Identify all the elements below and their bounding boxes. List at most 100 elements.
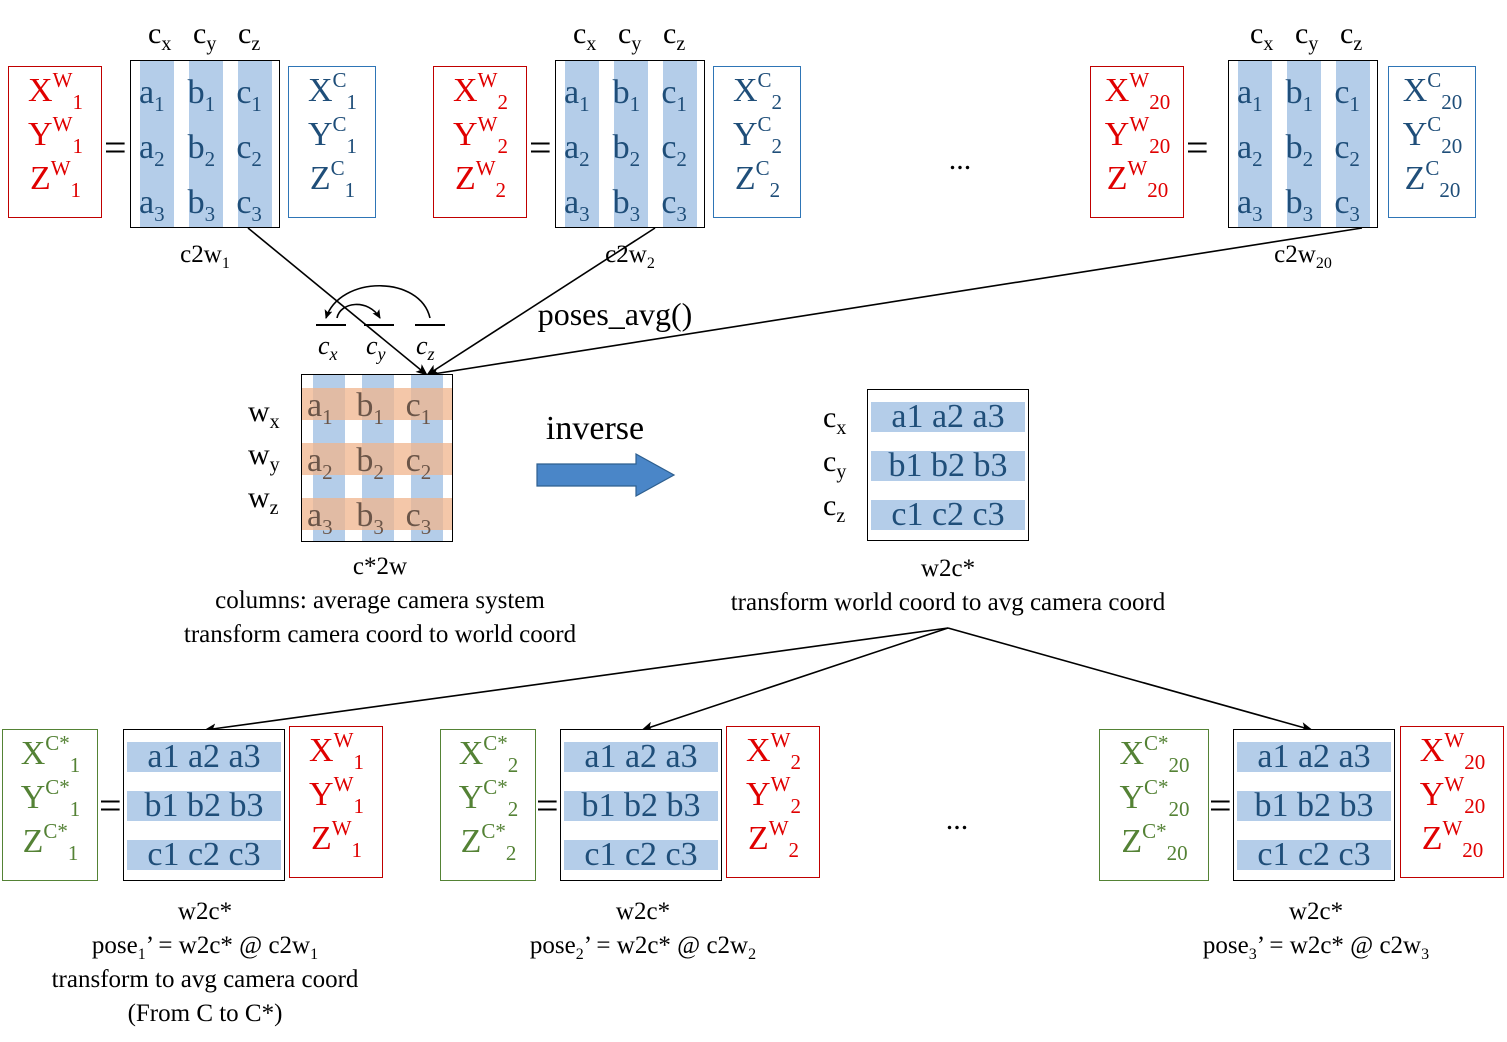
vector-letter: Y — [1402, 116, 1428, 153]
world-vector-bottom-2-row: XW2 — [727, 729, 819, 773]
avg-row-label: wy — [248, 439, 280, 476]
vector-superscript: W — [50, 155, 71, 180]
c2w-caption-2-sub: 2 — [646, 255, 655, 272]
bottom-caption-title: w2c* — [5, 897, 405, 927]
w2c-star-matrix-row-band — [871, 500, 1025, 531]
vector-letter: Z — [747, 820, 769, 857]
vector-index: 2 — [507, 752, 519, 777]
column-header-sub: z — [676, 33, 686, 55]
column-header-sub: y — [1308, 33, 1319, 55]
column-header-sub: y — [206, 33, 217, 55]
c-star-2w-matrix-row-band — [302, 388, 452, 421]
c2w-2-column-header: cx — [573, 18, 596, 55]
vector-index: 2 — [771, 133, 783, 158]
vector-index: 2 — [507, 796, 519, 821]
vector-superscript: C* — [483, 774, 508, 799]
matrix-row-text: b1 b2 b3 — [888, 447, 1008, 484]
matrix-cell-letter: b — [356, 442, 374, 479]
w2c-star-matrix-row-band — [871, 401, 1025, 432]
vector-letter: Z — [454, 160, 476, 197]
vector-index: 1 — [67, 840, 79, 865]
vector-index: 20 — [1464, 793, 1486, 818]
arrow-w2c-to-group1 — [204, 627, 949, 734]
matrix-cell: c2 — [1334, 131, 1360, 170]
inverse-arrow — [536, 452, 676, 498]
vector-superscript: W — [768, 815, 789, 840]
vector-index: 20 — [1149, 133, 1171, 158]
column-header-sub: x — [1263, 33, 1274, 55]
matrix-cell: c2 — [236, 131, 262, 170]
matrix-cell-sub: 2 — [579, 146, 590, 171]
vector-index: 1 — [346, 133, 358, 158]
bottom-caption-title-text: w2c* — [615, 898, 671, 925]
column-header-letter: c — [618, 17, 632, 50]
matrix-cell-letter: c — [236, 74, 252, 112]
matrix-cell-sub: 2 — [420, 459, 432, 484]
bottom-caption-pose-text: pose — [529, 932, 576, 959]
w2c-star-matrix-row-band — [871, 451, 1025, 481]
column-header-letter: c — [193, 17, 207, 50]
vector-letter: Z — [309, 160, 331, 197]
vector-letter: Y — [458, 779, 484, 816]
matrix-row-text: c1 c2 c3 — [891, 496, 1005, 534]
avg-column-sub: x — [329, 344, 338, 365]
bottom-caption-pose: pose1’ = w2c* @ c2w1 — [5, 931, 405, 963]
w2c-row-letter: c — [823, 445, 837, 478]
matrix-cell-sub: 3 — [676, 201, 687, 226]
avgcam-vector-2-row: ZC*2 — [441, 820, 535, 864]
matrix-cell-sub: 3 — [154, 201, 165, 226]
vector-index: 1 — [351, 837, 363, 862]
avg-caption-line: c*2w — [130, 552, 630, 582]
matrix-cell-sub: 3 — [204, 201, 216, 226]
camera-vector-2-row: XC2 — [714, 69, 800, 113]
avgcam-vector-1-row: XC*1 — [3, 732, 97, 776]
matrix-cell-sub: 1 — [204, 92, 216, 117]
column-header-letter: c — [663, 17, 677, 50]
vector-letter: X — [309, 732, 334, 769]
c-star-2w-matrix-row-band — [302, 443, 452, 475]
vector-superscript: W — [1442, 815, 1463, 840]
matrix-cell-sub: 3 — [629, 201, 641, 226]
w2c-row-sub: x — [836, 417, 847, 439]
matrix-cell-letter: a — [1237, 74, 1253, 112]
vector-superscript: W — [770, 727, 791, 752]
matrix-cell-letter: a — [307, 442, 323, 479]
c2w-matrix-1-column-band — [189, 61, 223, 227]
vector-superscript: W — [477, 67, 498, 92]
vector-letter: X — [746, 732, 771, 769]
bottom-caption-pose-text: pose — [91, 932, 138, 959]
vector-superscript: C — [757, 111, 772, 136]
matrix-cell-letter: b — [1285, 74, 1303, 112]
w2c-row-label: cx — [823, 402, 846, 439]
world-vector-1-row: YW1 — [9, 113, 101, 157]
c2w-caption-2: c2w2 — [555, 240, 705, 272]
vector-letter: Y — [1119, 779, 1145, 816]
vector-letter: X — [732, 72, 758, 109]
vector-superscript: C* — [1142, 818, 1167, 843]
world-vector-bottom-1-row: ZW1 — [290, 817, 382, 861]
matrix-cell-sub: 1 — [1349, 92, 1360, 117]
world-vector-1-row: XW1 — [9, 69, 101, 113]
matrix-cell-letter: b — [1285, 129, 1303, 166]
matrix-cell-letter: c — [661, 74, 677, 112]
matrix-cell: c3 — [236, 185, 262, 224]
matrix-cell-sub: 3 — [579, 201, 590, 226]
matrix-cell-letter: c — [1334, 183, 1350, 221]
vector-index: 1 — [69, 752, 81, 777]
column-header-sub: y — [631, 33, 642, 55]
matrix-cell: a2 — [1237, 131, 1263, 170]
equals-sign: = — [104, 125, 127, 170]
matrix-cell: b3 — [1286, 185, 1314, 224]
matrix-cell: a1 — [139, 76, 165, 115]
world-vector-2-row: YW2 — [434, 113, 526, 157]
vector-index: 1 — [353, 749, 364, 774]
w2c-row-sub: z — [836, 505, 846, 527]
vector-superscript: W — [477, 111, 498, 136]
vector-index: 20 — [1166, 840, 1188, 865]
matrix-cell-sub: 2 — [1349, 146, 1360, 171]
matrix-cell: c2 — [406, 444, 432, 483]
